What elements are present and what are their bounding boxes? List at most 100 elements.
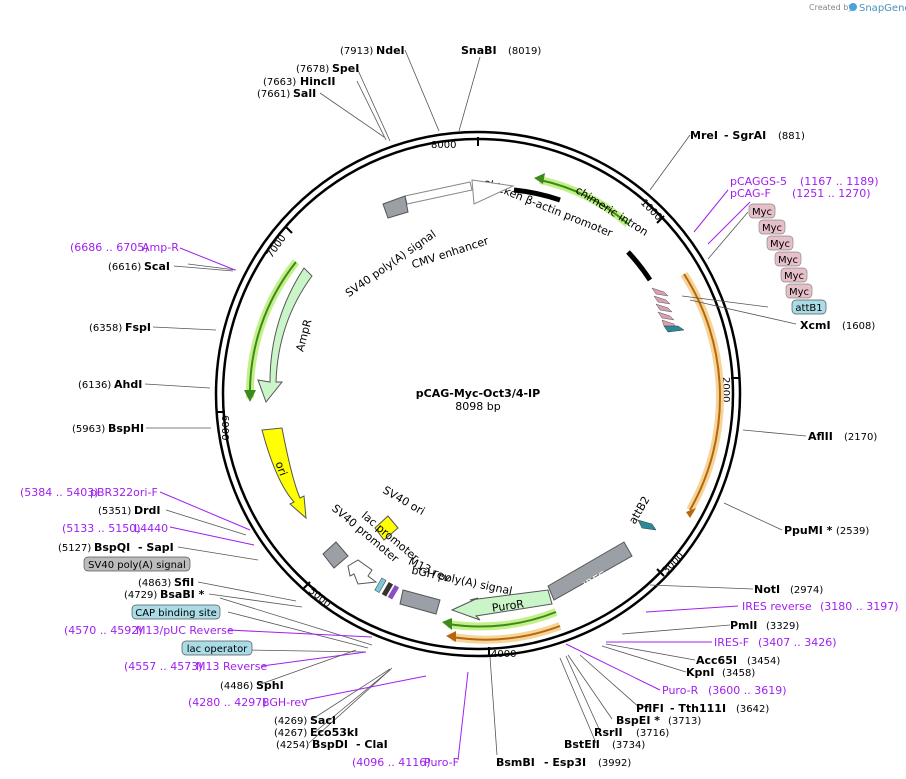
svg-text:(5384 .. 5403): (5384 .. 5403) — [20, 486, 99, 499]
sv40-ori-box — [374, 515, 399, 541]
svg-text:SphI: SphI — [256, 679, 284, 692]
svg-text:BsaBI *: BsaBI * — [160, 588, 205, 601]
tick-6000: 6000 — [216, 411, 230, 440]
svg-text:M13/pUC Reverse: M13/pUC Reverse — [136, 624, 234, 637]
svg-text:(4557 .. 4573): (4557 .. 4573) — [124, 660, 203, 673]
brand-text: SnapGene — [859, 3, 906, 14]
primer-purof: (4096 .. 4116) Puro-F — [352, 756, 459, 769]
svg-text:PmlI: PmlI — [730, 619, 757, 632]
site-bsphi: (5963) BspHI — [72, 422, 144, 435]
site-hincii: (7663) HincII — [263, 75, 336, 88]
primer-bghrev: (4280 .. 4297) BGH-rev — [188, 696, 308, 709]
myc-tag-2: Myc — [758, 219, 786, 235]
svg-text:pBR322ori-F: pBR322ori-F — [90, 486, 158, 499]
site-eco53ki: (4267) Eco53kI — [274, 726, 358, 739]
svg-text:(2974): (2974) — [790, 585, 823, 596]
attB2-mark — [637, 519, 657, 531]
svg-text:MreI: MreI — [690, 129, 718, 142]
ori-label: ori — [273, 460, 290, 478]
svg-text:Myc: Myc — [752, 207, 772, 218]
puroR-label: PuroR — [491, 597, 525, 614]
site-saci: (4269) SacI — [274, 714, 336, 727]
svg-text:6000: 6000 — [219, 415, 230, 440]
svg-text:Acc65I: Acc65I — [696, 654, 737, 667]
svg-text:attB1: attB1 — [795, 303, 822, 314]
site-bspdi: (4254) BspDI - ClaI — [276, 738, 388, 751]
svg-text:(3716): (3716) — [636, 728, 669, 739]
svg-text:(4254): (4254) — [276, 740, 309, 751]
svg-text:PpuMI *: PpuMI * — [784, 524, 833, 537]
svg-text:(4096 .. 4116): (4096 .. 4116) — [352, 756, 431, 769]
ires-block — [547, 541, 633, 601]
primer-l4440: (5133 .. 5150) L4440 — [62, 522, 168, 535]
tick-3000: 3000 — [656, 551, 687, 577]
puroR-feature — [450, 589, 553, 621]
site-pmli: PmlI (3329) — [730, 619, 799, 632]
svg-text:Eco53kI: Eco53kI — [310, 726, 358, 739]
site-drdi: (5351) DrdI — [98, 504, 161, 517]
svg-text:SnaBI: SnaBI — [461, 44, 497, 57]
svg-text:Myc: Myc — [784, 271, 804, 282]
svg-text:BspEI *: BspEI * — [616, 714, 660, 727]
svg-text:(4267): (4267) — [274, 728, 307, 739]
primer-puror: Puro-R (3600 .. 3619) — [662, 684, 787, 697]
svg-text:Myc: Myc — [789, 287, 809, 298]
svg-text:(6686 .. 6705): (6686 .. 6705) — [70, 241, 149, 254]
svg-text:(4280 .. 4297): (4280 .. 4297) — [188, 696, 267, 709]
svg-text:3000: 3000 — [661, 551, 687, 577]
primer-leaders — [159, 189, 751, 761]
site-sfii: (4863) SfiI — [138, 576, 194, 589]
site-mrei: MreI - SgrAI (881) — [690, 129, 805, 142]
svg-text:AflII: AflII — [808, 430, 833, 443]
site-bspqi: (5127) BspQI - SapI — [58, 541, 174, 554]
svg-text:- ClaI: - ClaI — [356, 738, 388, 751]
svg-text:- SgrAI: - SgrAI — [724, 129, 766, 142]
svg-text:ScaI: ScaI — [144, 260, 170, 273]
chimeric-intron-arrow — [539, 179, 629, 225]
tick-1000: 1000 — [638, 197, 665, 224]
plasmid-size: 8098 bp — [455, 400, 500, 413]
site-rsrii: RsrII (3716) — [594, 726, 669, 739]
svg-text:Myc: Myc — [778, 255, 798, 266]
myc-tag-1: Myc — [748, 203, 776, 219]
svg-text:(8019): (8019) — [508, 46, 541, 57]
svg-text:NotI: NotI — [754, 583, 780, 596]
primer-pcagf: pCAG-F (1251 .. 1270) — [730, 187, 871, 200]
site-bsabi: (4729) BsaBI * — [124, 588, 205, 601]
svg-text:IRES-F: IRES-F — [714, 636, 749, 649]
svg-text:Puro-F: Puro-F — [424, 756, 459, 769]
site-kpni: KpnI (3458) — [686, 666, 755, 679]
leader-lines — [144, 49, 807, 756]
primer-iresf: IRES-F (3407 .. 3426) — [714, 636, 837, 649]
svg-text:(2539): (2539) — [836, 526, 869, 537]
svg-text:M13 Reverse: M13 Reverse — [196, 660, 267, 673]
orange-arc-right — [683, 273, 721, 511]
cap-site-mark — [374, 577, 387, 593]
cap-site-tag: CAP binding site — [131, 604, 221, 620]
svg-text:(5127): (5127) — [58, 543, 91, 554]
site-xcmi: XcmI (1608) — [800, 319, 875, 332]
primer-m13rev: (4557 .. 4573) M13 Reverse — [124, 660, 267, 673]
chicken-promoter-arc-1 — [513, 187, 561, 203]
site-bspei: BspEI * (3713) — [616, 714, 701, 727]
svg-text:RsrII: RsrII — [594, 726, 623, 739]
svg-text:BspQI: BspQI — [94, 541, 130, 554]
svg-text:L4440: L4440 — [134, 522, 168, 535]
sv40-promoter-block — [322, 541, 349, 569]
primer-m13puc: (4570 .. 4592) M13/pUC Reverse — [64, 624, 234, 637]
site-ppumi: PpuMI * (2539) — [784, 524, 869, 537]
orange-arc-bottom — [451, 625, 561, 641]
lac-operator-mark — [381, 581, 394, 597]
site-ndei: (7913) NdeI — [340, 44, 405, 57]
svg-text:BspDI: BspDI — [312, 738, 348, 751]
svg-text:Myc: Myc — [770, 239, 790, 250]
svg-text:XcmI: XcmI — [800, 319, 831, 332]
puroR-outer-arrow — [447, 611, 557, 628]
lac-operator-tag: lac operator — [181, 640, 253, 656]
site-bsteii: BstEII (3734) — [564, 738, 645, 751]
svg-text:(4269): (4269) — [274, 716, 307, 727]
svg-text:lac operator: lac operator — [187, 644, 248, 655]
primer-pbr322: (5384 .. 5403) pBR322ori-F — [20, 486, 158, 499]
svg-text:(3992): (3992) — [598, 758, 631, 769]
